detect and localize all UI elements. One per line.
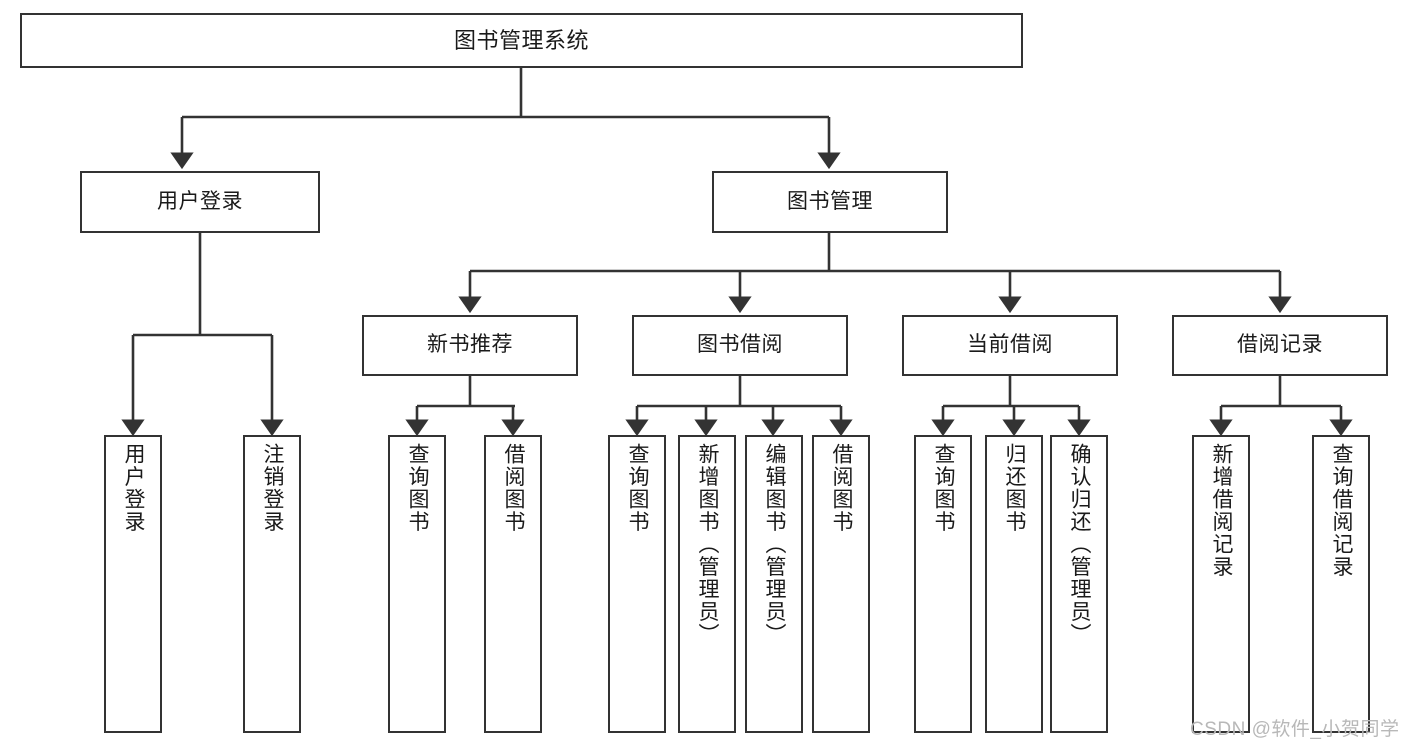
node-borrow-record[interactable]: 借阅记录 [1172,315,1388,376]
node-leaf-user-login-signout-label: 注销登录 [261,443,285,533]
node-leaf-newbook-query-book-label: 查询图书 [406,443,430,533]
node-leaf-record-add-record[interactable]: 新增借阅记录 [1192,435,1250,733]
node-leaf-current-query-book[interactable]: 查询图书 [914,435,972,733]
node-book-management[interactable]: 图书管理 [712,171,948,233]
node-leaf-borrow-add-book[interactable]: 新增图书（管理员） [678,435,736,733]
node-leaf-current-query-book-label: 查询图书 [932,443,956,533]
node-user-login-label: 用户登录 [157,189,243,213]
node-leaf-record-query-record[interactable]: 查询借阅记录 [1312,435,1370,733]
node-leaf-user-login-signout[interactable]: 注销登录 [243,435,301,733]
node-leaf-current-confirm-return-label: 确认归还（管理员） [1068,443,1092,646]
node-leaf-user-login-signin[interactable]: 用户登录 [104,435,162,733]
node-leaf-record-query-record-label: 查询借阅记录 [1330,443,1354,578]
node-leaf-current-confirm-return[interactable]: 确认归还（管理员） [1050,435,1108,733]
node-leaf-borrow-borrow-book[interactable]: 借阅图书 [812,435,870,733]
node-borrow-record-label: 借阅记录 [1237,333,1323,357]
node-leaf-current-return-book[interactable]: 归还图书 [985,435,1043,733]
node-new-book-recommend-label: 新书推荐 [427,333,513,357]
node-book-management-label: 图书管理 [787,189,873,213]
node-leaf-borrow-query-book-label: 查询图书 [626,443,650,533]
node-book-borrow-label: 图书借阅 [697,333,783,357]
node-leaf-record-add-record-label: 新增借阅记录 [1210,443,1234,578]
node-root-system-label: 图书管理系统 [453,27,589,53]
node-root-system[interactable]: 图书管理系统 [20,13,1023,68]
node-leaf-newbook-borrow-book-label: 借阅图书 [502,443,526,533]
node-leaf-user-login-signin-label: 用户登录 [122,443,146,533]
node-leaf-borrow-borrow-book-label: 借阅图书 [830,443,854,533]
watermark-text: CSDN @软件_小贺同学 [1190,719,1400,740]
node-user-login[interactable]: 用户登录 [80,171,320,233]
node-current-borrow[interactable]: 当前借阅 [902,315,1118,376]
node-leaf-borrow-query-book[interactable]: 查询图书 [608,435,666,733]
node-book-borrow[interactable]: 图书借阅 [632,315,848,376]
node-leaf-current-return-book-label: 归还图书 [1003,443,1027,533]
node-leaf-newbook-query-book[interactable]: 查询图书 [388,435,446,733]
node-new-book-recommend[interactable]: 新书推荐 [362,315,578,376]
node-current-borrow-label: 当前借阅 [967,333,1053,357]
node-leaf-newbook-borrow-book[interactable]: 借阅图书 [484,435,542,733]
node-leaf-borrow-add-book-label: 新增图书（管理员） [696,443,720,646]
node-leaf-borrow-edit-book[interactable]: 编辑图书（管理员） [745,435,803,733]
node-leaf-borrow-edit-book-label: 编辑图书（管理员） [763,443,787,646]
